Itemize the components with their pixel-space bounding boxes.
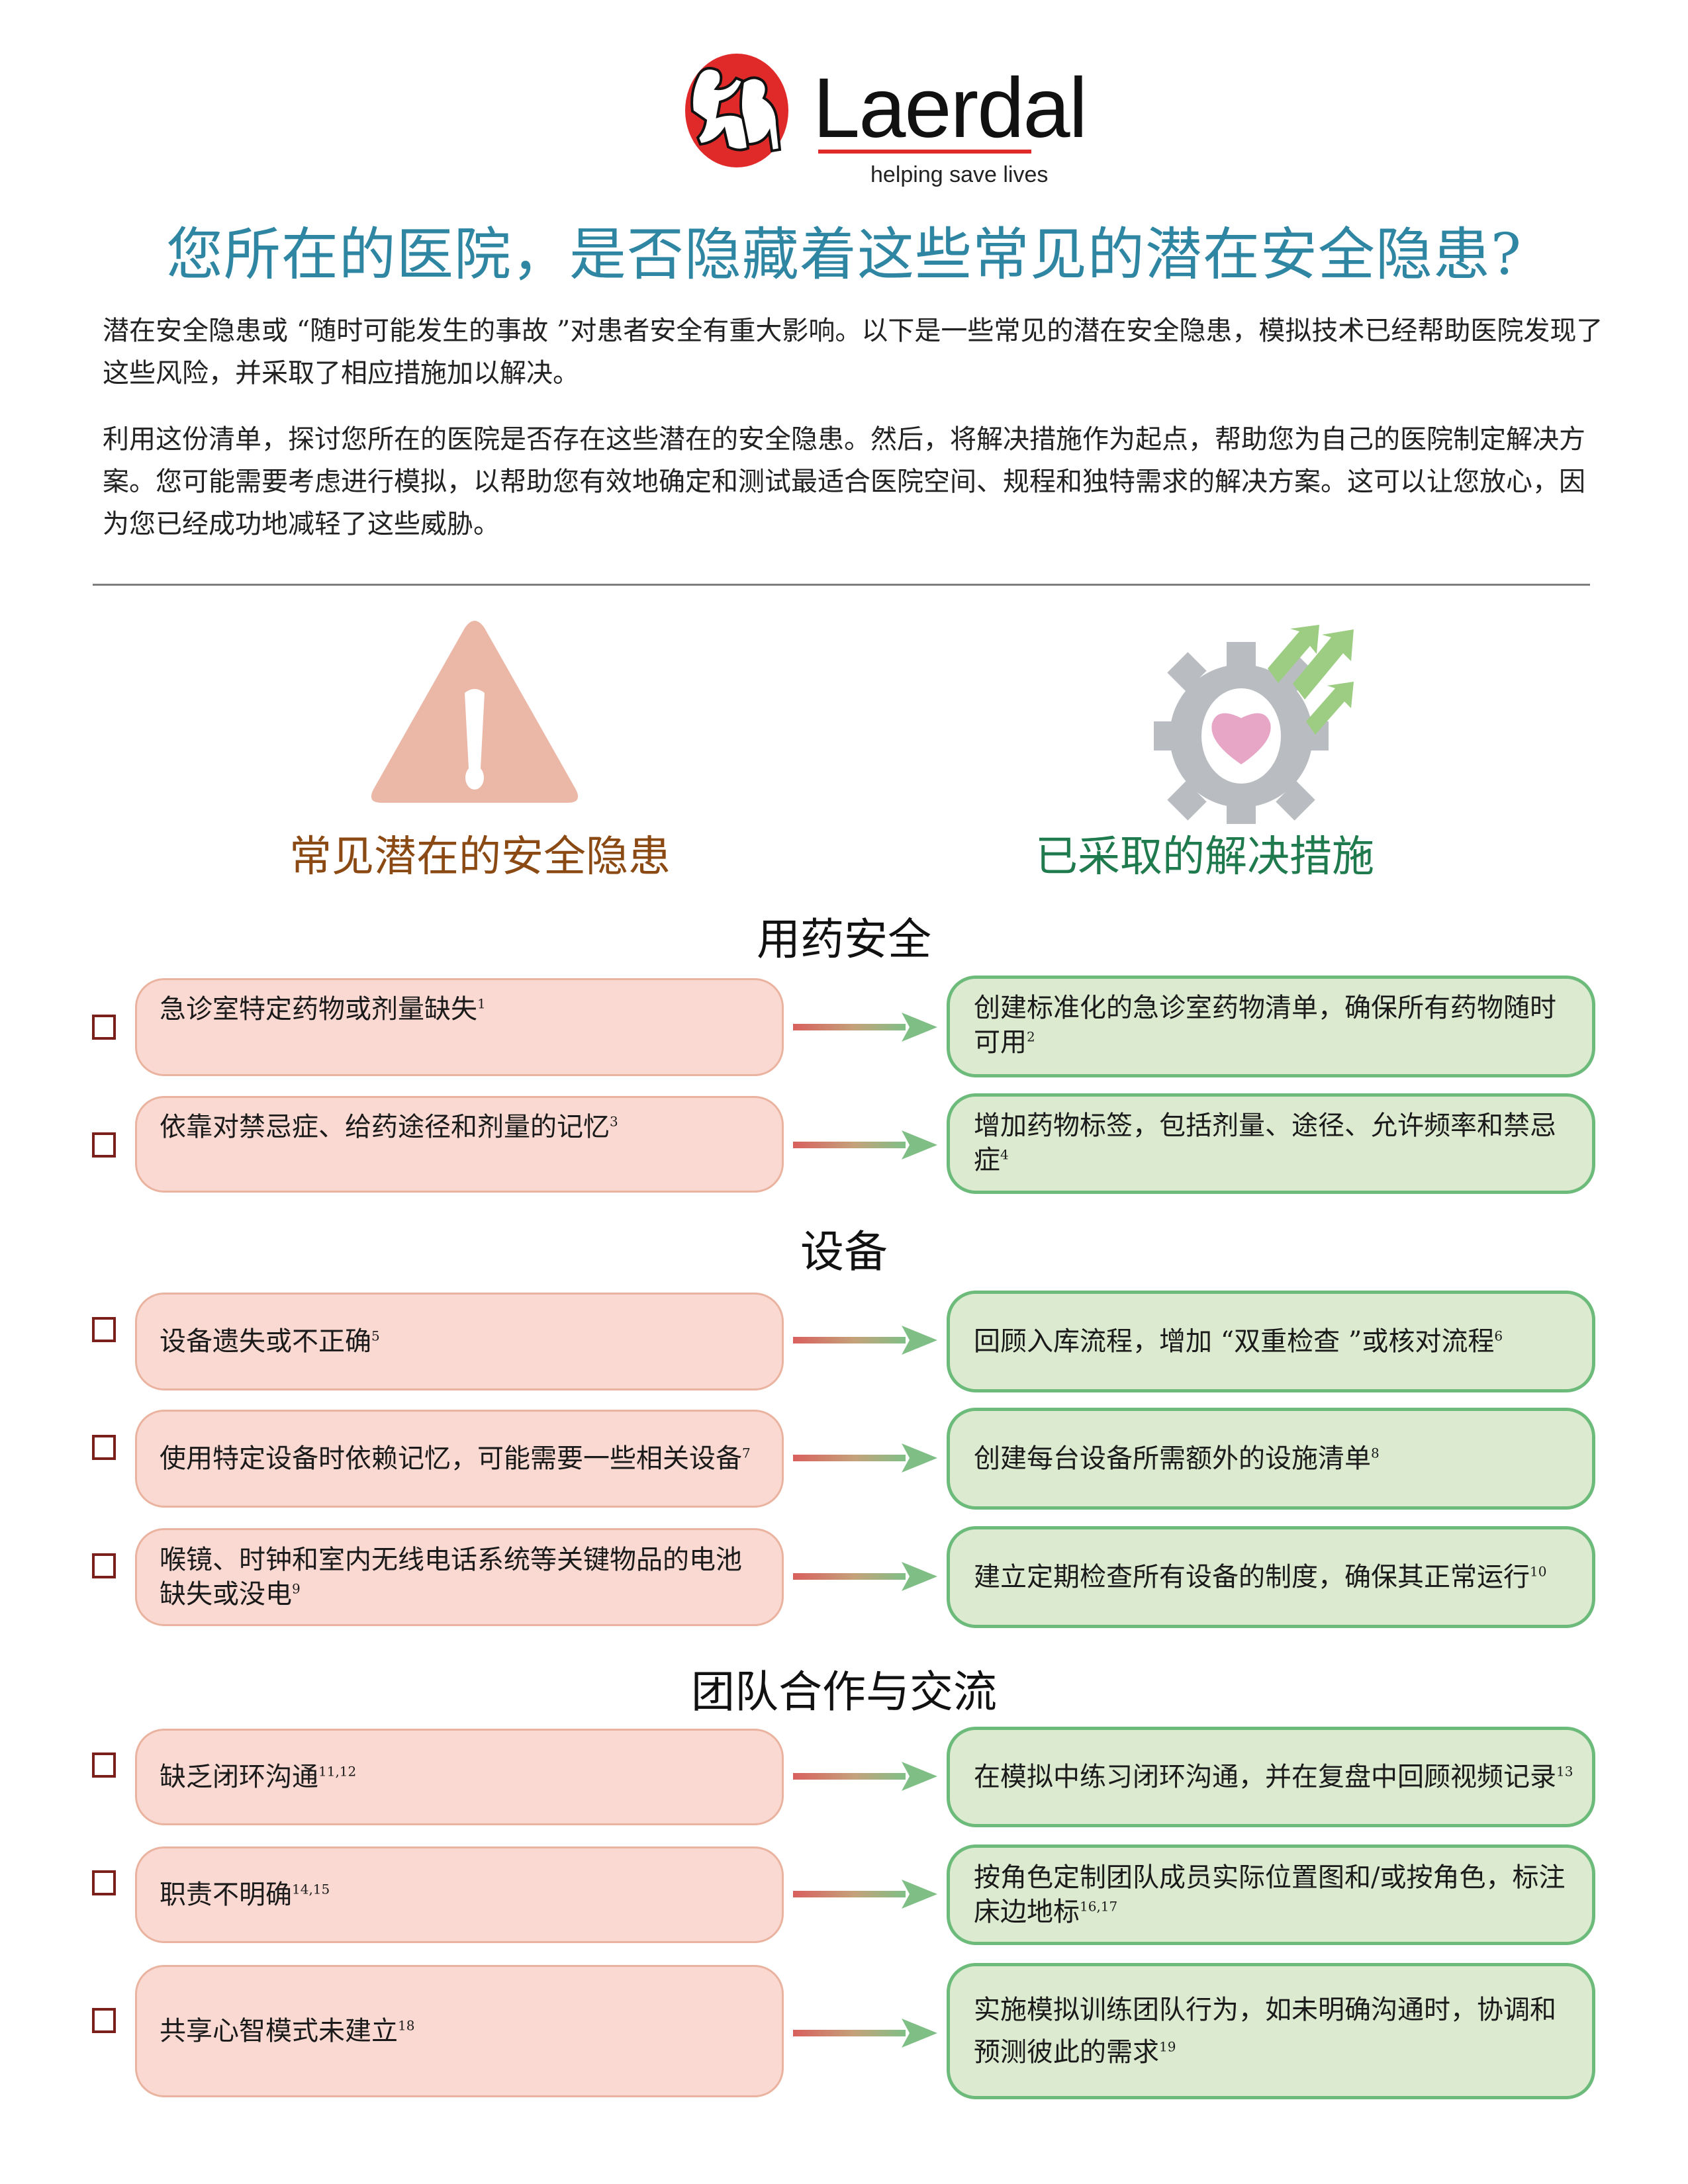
solution-card: 创建标准化的急诊室药物清单，确保所有药物随时可用2 [947, 976, 1595, 1077]
solution-text: 回顾入库流程，增加 “双重检查 ”或核对流程6 [974, 1326, 1503, 1357]
warning-triangle-icon [371, 619, 579, 804]
hazard-text: 使用特定设备时依赖记忆，可能需要一些相关设备7 [160, 1443, 751, 1474]
solution-card: 创建每台设备所需额外的设施清单8 [947, 1408, 1595, 1510]
solutions-column-heading: 已采取的解决措施 [1035, 833, 1374, 882]
brand-wordmark: Laerdal [813, 61, 1088, 156]
section-title-equipment: 设备 [800, 1226, 888, 1277]
hazard-card: 依靠对禁忌症、给药途径和剂量的记忆3 [135, 1096, 784, 1193]
solution-text: 实施模拟训练团队行为，如未明确沟通时，协调和预测彼此的需求19 [974, 1995, 1556, 2068]
hazard-card: 喉镜、时钟和室内无线电话系统等关键物品的电池缺失或没电9 [135, 1528, 784, 1626]
section-divider [93, 584, 1590, 586]
brand-underline [818, 150, 1031, 154]
solution-text: 创建标准化的急诊室药物清单，确保所有药物随时可用2 [974, 993, 1556, 1058]
intro-paragraph-1: 潜在安全隐患或 “随时可能发生的事故 ”对患者安全有重大影响。以下是一些常见的潜… [103, 316, 1603, 388]
hazard-checkbox[interactable] [92, 1015, 116, 1040]
solution-card: 实施模拟训练团队行为，如未明确沟通时，协调和预测彼此的需求19 [947, 1963, 1595, 2099]
hazard-card: 缺乏闭环沟通11,12 [135, 1729, 784, 1825]
hazard-card: 职责不明确14,15 [135, 1846, 784, 1943]
solution-card: 建立定期检查所有设备的制度，确保其正常运行10 [947, 1526, 1595, 1628]
hazard-checkbox[interactable] [92, 1435, 116, 1460]
hazard-text: 依靠对禁忌症、给药途径和剂量的记忆3 [160, 1112, 618, 1142]
solution-text: 在模拟中练习闭环沟通，并在复盘中回顾视频记录13 [974, 1762, 1573, 1792]
brand-tagline: helping save lives [870, 162, 1049, 187]
laerdal-logo-icon [674, 48, 794, 168]
right-arrow-icon [793, 1762, 937, 1791]
solution-text: 创建每台设备所需额外的设施清单8 [974, 1443, 1380, 1474]
hazard-text: 急诊室特定药物或剂量缺失1 [160, 994, 486, 1024]
hazard-checkbox[interactable] [92, 1553, 116, 1578]
hazard-text: 缺乏闭环沟通11,12 [160, 1762, 357, 1792]
right-arrow-icon [793, 1130, 937, 1160]
solution-text: 按角色定制团队成员实际位置图和/或按角色，标注床边地标16,17 [974, 1862, 1566, 1927]
intro-paragraph-2: 利用这份清单，探讨您所在的医院是否存在这些潜在的安全隐患。然后，将解决措施作为起… [103, 424, 1585, 539]
right-arrow-icon [793, 2019, 937, 2048]
hazards-column-heading: 常见潜在的安全隐患 [289, 833, 671, 882]
hazard-checkbox[interactable] [92, 1870, 116, 1895]
hazard-text: 设备遗失或不正确5 [160, 1326, 380, 1357]
hazard-card: 设备遗失或不正确5 [135, 1293, 784, 1390]
right-arrow-icon [793, 1013, 937, 1042]
right-arrow-icon [793, 1880, 937, 1909]
hazard-checkbox[interactable] [92, 1317, 116, 1342]
hazard-card: 共享心智模式未建立18 [135, 1965, 784, 2097]
solution-card: 增加药物标签，包括剂量、途径、允许频率和禁忌症4 [947, 1093, 1595, 1194]
hazard-text: 共享心智模式未建立18 [160, 2016, 415, 2046]
section-title-teamwork: 团队合作与交流 [691, 1666, 997, 1717]
hazard-checkbox[interactable] [92, 1752, 116, 1778]
page-title: 您所在的医院，是否隐藏着这些常见的潜在安全隐患? [165, 222, 1523, 288]
solution-card: 在模拟中练习闭环沟通，并在复盘中回顾视频记录13 [947, 1727, 1595, 1827]
solution-card: 回顾入库流程，增加 “双重检查 ”或核对流程6 [947, 1291, 1595, 1392]
hazard-text: 职责不明确14,15 [160, 1880, 330, 1910]
solution-text: 建立定期检查所有设备的制度，确保其正常运行10 [974, 1562, 1547, 1592]
hazard-card: 使用特定设备时依赖记忆，可能需要一些相关设备7 [135, 1410, 784, 1508]
section-title-medication: 用药安全 [757, 914, 931, 965]
right-arrow-icon [793, 1562, 937, 1591]
right-arrow-icon [793, 1443, 937, 1473]
solution-card: 按角色定制团队成员实际位置图和/或按角色，标注床边地标16,17 [947, 1844, 1595, 1945]
right-arrow-icon [793, 1326, 937, 1355]
hazard-checkbox[interactable] [92, 2008, 116, 2033]
hazard-text: 喉镜、时钟和室内无线电话系统等关键物品的电池缺失或没电9 [160, 1545, 742, 1610]
solution-text: 增加药物标签，包括剂量、途径、允许频率和禁忌症4 [974, 1111, 1556, 1175]
gear-heart-arrows-icon [1135, 606, 1357, 824]
hazard-card: 急诊室特定药物或剂量缺失1 [135, 978, 784, 1076]
hazard-checkbox[interactable] [92, 1132, 116, 1158]
